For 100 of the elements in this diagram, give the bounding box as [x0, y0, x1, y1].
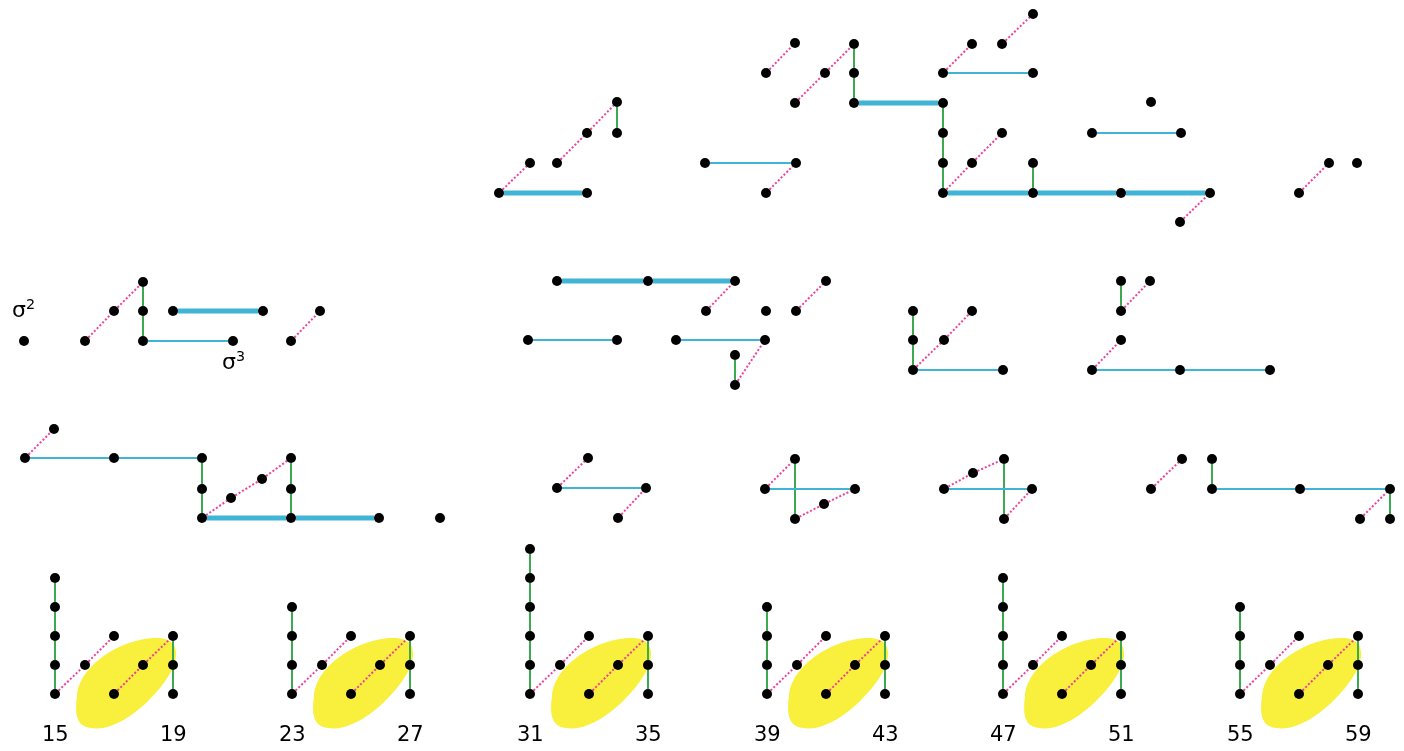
connector-line — [353, 667, 378, 692]
dot — [730, 276, 740, 286]
dot — [938, 68, 948, 78]
dot — [525, 544, 535, 554]
dot — [998, 660, 1008, 670]
dot — [50, 689, 60, 699]
degree-number: 35 — [635, 724, 662, 745]
connector-line — [917, 369, 999, 371]
dot — [1028, 188, 1038, 198]
dot — [168, 689, 178, 699]
dot — [1235, 689, 1245, 699]
dot — [287, 660, 297, 670]
dot — [1057, 631, 1067, 641]
connector-line — [884, 640, 886, 661]
connector-line — [709, 162, 792, 164]
connector-line — [945, 46, 970, 71]
dot — [700, 158, 710, 168]
connector-line — [767, 461, 793, 487]
dot — [613, 660, 623, 670]
connector-line — [620, 638, 646, 663]
connector-line — [1096, 132, 1177, 134]
connector-line — [54, 582, 56, 603]
connector-line — [976, 460, 1001, 472]
dot — [109, 689, 119, 699]
connector-line — [201, 462, 203, 485]
dot — [938, 188, 948, 198]
connector-line — [265, 459, 288, 478]
dot — [1176, 128, 1186, 138]
dot — [258, 306, 268, 316]
connector-line — [1003, 463, 1005, 515]
connector-line — [912, 344, 914, 366]
connector-line — [1330, 638, 1356, 663]
dot — [612, 97, 622, 107]
dot — [939, 335, 949, 345]
dot — [552, 483, 562, 493]
dot — [1295, 484, 1305, 494]
dot — [967, 158, 977, 168]
dot — [613, 513, 623, 523]
dot — [1028, 68, 1038, 78]
dot — [997, 128, 1007, 138]
connector-line — [915, 342, 942, 368]
dot — [525, 631, 535, 641]
connector-line — [1357, 669, 1359, 690]
dot — [1324, 158, 1334, 168]
connector-line — [647, 669, 649, 690]
dot — [435, 513, 445, 523]
connector-line — [1301, 667, 1326, 692]
dot — [938, 98, 948, 108]
dot — [1353, 631, 1363, 641]
dot — [1087, 365, 1097, 375]
connector-line — [769, 667, 795, 692]
connector-line — [561, 487, 642, 489]
dot — [612, 128, 622, 138]
connector-line — [54, 611, 56, 632]
dot — [525, 660, 535, 670]
dot — [967, 306, 977, 316]
dot — [1086, 660, 1096, 670]
dot — [908, 365, 918, 375]
connector-line — [799, 638, 824, 663]
dot — [1235, 602, 1245, 612]
dot — [821, 276, 831, 286]
dot — [850, 484, 860, 494]
connector-line — [290, 462, 292, 485]
connector-line — [296, 515, 374, 521]
dot — [792, 660, 802, 670]
connector-line — [1096, 369, 1176, 371]
dot — [50, 631, 60, 641]
dot — [1116, 335, 1126, 345]
dot — [849, 39, 859, 49]
dot — [1207, 484, 1217, 494]
connector-line — [947, 72, 1029, 74]
dot — [998, 573, 1008, 583]
dot — [1385, 514, 1395, 524]
connector-line — [291, 669, 293, 690]
connector-line — [942, 107, 944, 129]
connector-line — [559, 135, 585, 161]
connector-line — [142, 286, 144, 307]
connector-line — [708, 283, 733, 309]
dot — [19, 336, 29, 346]
dot — [791, 306, 801, 316]
connector-line — [948, 488, 1028, 490]
connector-line — [766, 611, 768, 632]
dot — [374, 513, 384, 523]
dot — [1057, 689, 1067, 699]
dot — [849, 98, 859, 108]
dot — [938, 158, 948, 168]
connector-line — [1362, 491, 1388, 517]
dot — [1353, 689, 1363, 699]
connector-line — [853, 77, 855, 99]
degree-number: 59 — [1345, 724, 1372, 745]
dot — [849, 68, 859, 78]
dot — [525, 573, 535, 583]
dot — [138, 336, 148, 346]
dot — [998, 689, 1008, 699]
dot — [1353, 660, 1363, 670]
dot — [968, 468, 978, 478]
dot — [257, 474, 267, 484]
dot — [821, 689, 831, 699]
dot — [375, 660, 385, 670]
connector-line — [291, 640, 293, 661]
